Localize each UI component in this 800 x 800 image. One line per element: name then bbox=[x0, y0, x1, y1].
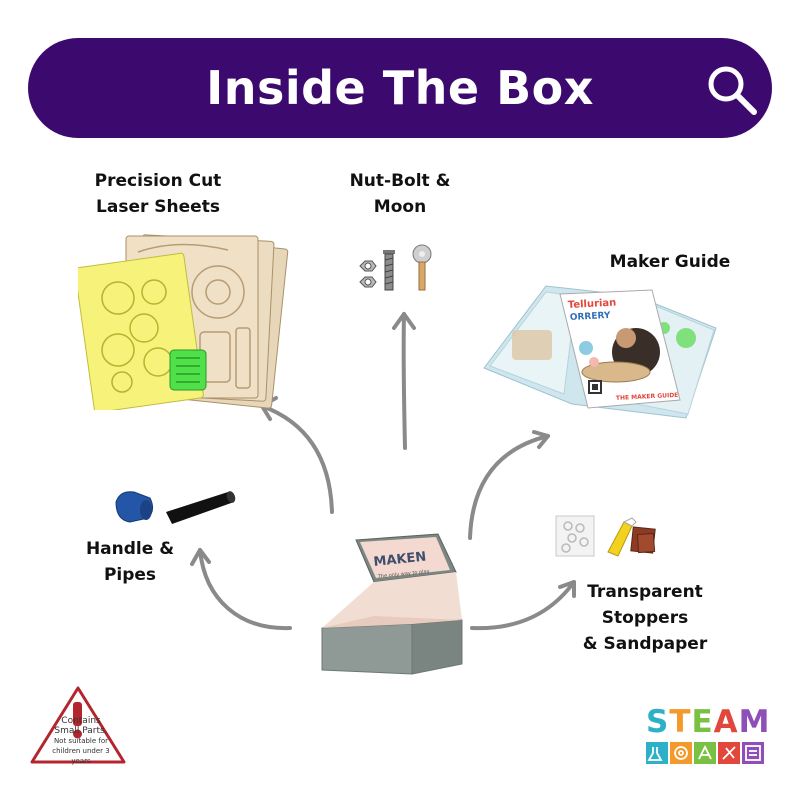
steam-subject-icons bbox=[646, 742, 764, 764]
stoppers-sandpaper-image bbox=[555, 515, 656, 557]
warning-text: Contains Small Parts. Not suitable for c… bbox=[52, 716, 110, 765]
label-stoppers: Transparent Stoppers & Sandpaper bbox=[582, 582, 708, 654]
kit-box-image: MAKEN The only way to play bbox=[321, 533, 463, 675]
handle-pipes-image bbox=[115, 491, 236, 524]
guide-title-2: ORRERY bbox=[570, 311, 612, 323]
guide-title-1: Tellurian bbox=[568, 297, 617, 311]
arrow-to-laser-sheets bbox=[260, 404, 334, 514]
label-laser-sheets: Precision Cut Laser Sheets bbox=[94, 171, 222, 217]
warning-triangle-icon bbox=[30, 686, 126, 764]
maker-guide-image: Tellurian ORRERY THE MAKER GUIDE bbox=[483, 285, 717, 419]
search-icon[interactable] bbox=[704, 62, 760, 118]
label-nut-bolt: Nut-Bolt & Moon bbox=[349, 171, 451, 217]
steam-letter-e: E bbox=[691, 704, 714, 740]
steam-letter-m: M bbox=[738, 704, 771, 740]
label-handle-pipes: Handle & Pipes bbox=[85, 539, 175, 585]
steam-letter-t: T bbox=[669, 704, 692, 740]
steam-letter-a: A bbox=[713, 704, 739, 740]
steam-letter-s: S bbox=[646, 704, 670, 740]
arrow-to-nut-bolt bbox=[401, 312, 407, 450]
laser-sheets-image bbox=[78, 234, 289, 410]
arrow-to-handle-pipes bbox=[198, 548, 292, 631]
guide-footer: THE MAKER GUIDE bbox=[616, 392, 679, 402]
box-tagline: The only way to play bbox=[377, 569, 430, 581]
page-title: Inside The Box bbox=[206, 61, 594, 115]
box-brand-top: MAKEN bbox=[373, 550, 427, 570]
header-banner: Inside The Box bbox=[28, 38, 772, 138]
arrow-to-maker-guide bbox=[468, 434, 550, 540]
arrow-to-stoppers bbox=[470, 580, 576, 631]
label-maker-guide: Maker Guide bbox=[609, 252, 731, 272]
nut-bolt-image bbox=[359, 244, 432, 291]
steam-logo: STEAM bbox=[646, 704, 771, 740]
